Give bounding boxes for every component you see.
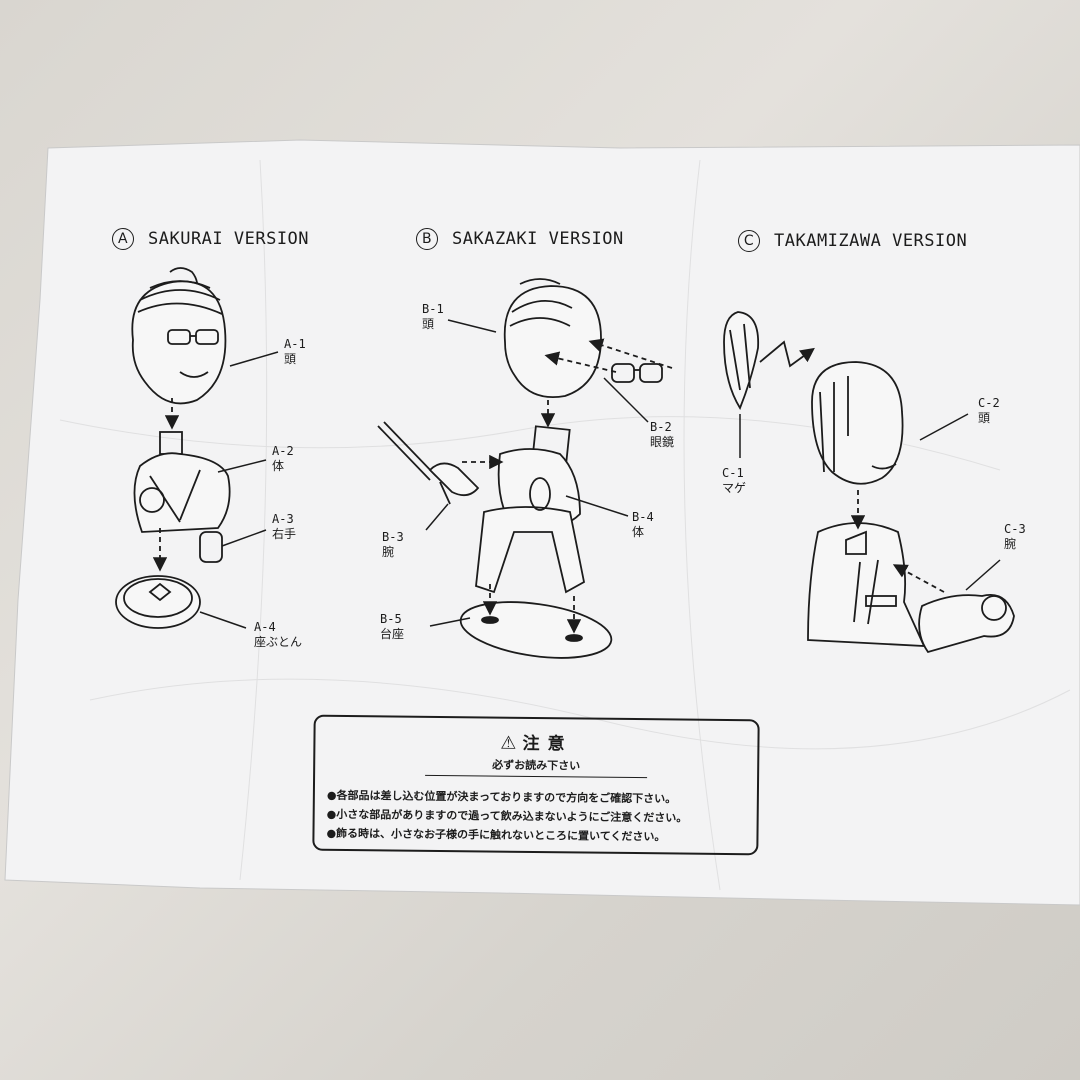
header-takamizawa-title: TAKAMIZAWA VERSION xyxy=(774,231,968,251)
marker-a: A xyxy=(112,228,134,250)
marker-b: B xyxy=(416,228,438,250)
header-sakurai-title: SAKURAI VERSION xyxy=(148,229,310,249)
header-sakazaki: B SAKAZAKI VERSION xyxy=(416,228,624,250)
header-sakazaki-title: SAKAZAKI VERSION xyxy=(452,229,624,249)
caution-subtitle: 必ずお読み下さい xyxy=(425,755,648,779)
warning-icon: ⚠ xyxy=(500,732,517,754)
marker-c: C xyxy=(738,230,760,252)
figure-a xyxy=(115,267,231,629)
header-takamizawa: C TAKAMIZAWA VERSION xyxy=(738,230,967,252)
figure-b xyxy=(377,278,663,659)
caution-note-2: ●小さな部品がありますので過って飲み込まないようにご注意ください。 xyxy=(326,807,688,825)
header-sakurai: A SAKURAI VERSION xyxy=(112,228,309,250)
caution-note-3: ●飾る時は、小さなお子様の手に触れないところに置いてください。 xyxy=(326,826,666,844)
caution-note-1: ●各部品は差し込む位置が決まっておりますので方向をご確認下さい。 xyxy=(326,788,677,806)
figure-c xyxy=(723,311,1015,654)
caution-title: ⚠注意 xyxy=(500,732,573,755)
caution-box: ⚠注意 必ずお読み下さい ●各部品は差し込む位置が決まっておりますので方向をご確… xyxy=(312,714,760,856)
